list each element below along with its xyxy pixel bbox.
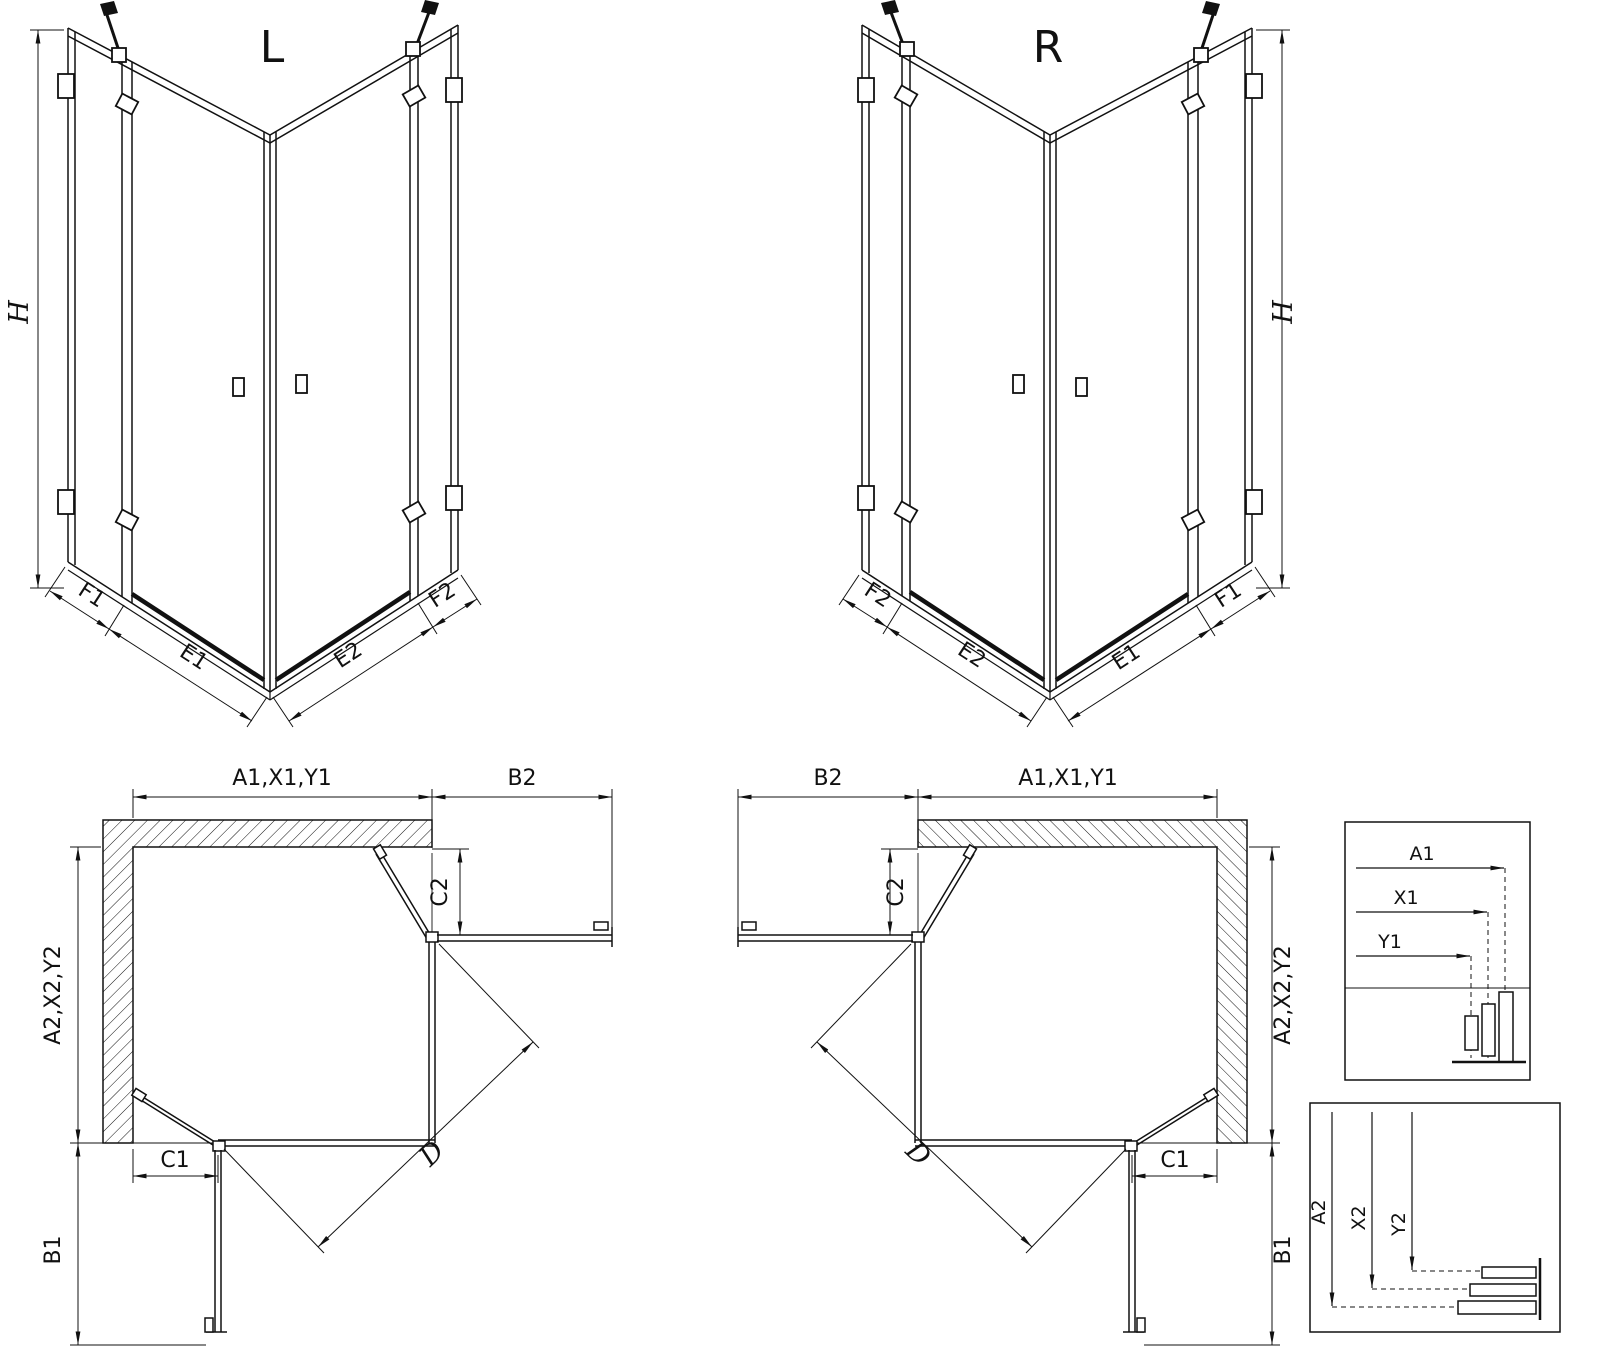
detail-label-a1: A1 — [1409, 843, 1434, 865]
enclosure-3d-right — [839, 0, 1290, 727]
dim-label-f2-left: F2 — [424, 578, 460, 613]
wall-profile-section — [1457, 1258, 1542, 1320]
dim-label-h-right: H — [1268, 300, 1299, 325]
detail-box-widths — [1344, 821, 1531, 1081]
wall-profile-section — [1452, 991, 1526, 1064]
dim-label-h-left: H — [4, 300, 35, 325]
detail-label-x2: X2 — [1348, 1205, 1370, 1230]
view-title-left: L — [260, 22, 285, 73]
dim-label-b2-plan-right: B2 — [813, 766, 842, 791]
view-title-right: R — [1033, 22, 1064, 73]
detail-label-x1: X1 — [1393, 887, 1418, 909]
detail-label-y1: Y1 — [1377, 931, 1402, 953]
dim-label-a1-plan-right: A1,X1,Y1 — [1018, 766, 1118, 791]
plan-view-right — [738, 789, 1280, 1345]
dim-label-a2-plan-left: A2,X2,Y2 — [41, 945, 66, 1045]
plan-view-left — [70, 789, 612, 1345]
dim-label-b1-plan-left: B1 — [41, 1235, 66, 1264]
dim-label-f1-left: F1 — [74, 578, 110, 613]
dim-label-a1-plan-left: A1,X1,Y1 — [232, 766, 332, 791]
dim-label-a2-plan-right: A2,X2,Y2 — [1271, 945, 1296, 1045]
dim-label-f2-right: F2 — [860, 578, 896, 613]
dim-label-c1-plan-left: C1 — [160, 1148, 189, 1173]
enclosure-3d-left — [30, 0, 481, 727]
detail-label-y2: Y2 — [1388, 1212, 1410, 1237]
dim-label-b2-plan-left: B2 — [507, 766, 536, 791]
dim-label-c1-plan-right: C1 — [1160, 1148, 1189, 1173]
dim-label-f1-right: F1 — [1210, 578, 1246, 613]
dim-label-c2-plan-left: C2 — [428, 877, 453, 906]
dim-label-c2-plan-right: C2 — [884, 877, 909, 906]
detail-label-a2: A2 — [1308, 1199, 1330, 1224]
dim-label-b1-plan-right: B1 — [1271, 1235, 1296, 1264]
detail-box-depths — [1309, 1102, 1561, 1333]
